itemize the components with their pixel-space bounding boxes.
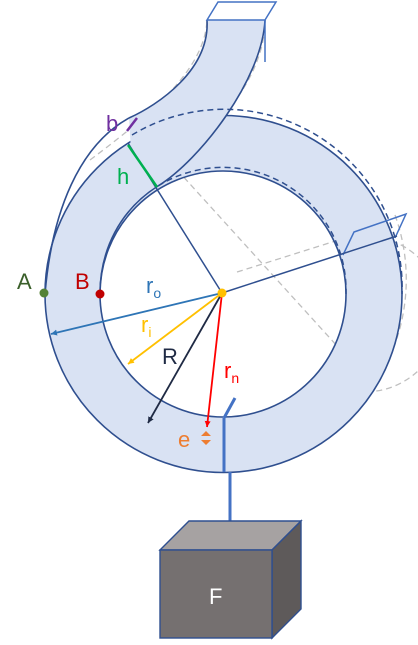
r-n-arrow bbox=[204, 292, 223, 428]
hanger-tick bbox=[222, 397, 237, 419]
label-b: b bbox=[106, 111, 118, 136]
label-r-o: ro bbox=[146, 273, 161, 301]
dimension-b-line bbox=[126, 117, 138, 132]
label-F: F bbox=[209, 584, 222, 609]
label-r-n-sub: n bbox=[231, 370, 239, 386]
label-r-i: ri bbox=[141, 312, 151, 340]
ring-cut-face bbox=[342, 212, 408, 256]
label-A: A bbox=[17, 269, 32, 294]
neck-inner-sweep bbox=[99, 185, 159, 295]
point-B bbox=[95, 289, 105, 299]
label-R: R bbox=[162, 344, 178, 369]
weight-box bbox=[158, 519, 303, 640]
hook-neck bbox=[129, 20, 265, 186]
cut-ref-line bbox=[221, 235, 398, 294]
dashed-outer-arc bbox=[131, 108, 403, 295]
label-r-n: rn bbox=[224, 358, 239, 386]
dashed-inner-arc bbox=[157, 166, 347, 295]
neck-left-sweep bbox=[44, 117, 130, 295]
R-arrow bbox=[147, 292, 223, 424]
label-r-o-sub: o bbox=[153, 285, 161, 301]
label-r-i-sub: i bbox=[148, 324, 151, 340]
neck-inner-edge bbox=[157, 19, 266, 187]
label-h: h bbox=[117, 164, 129, 189]
box-front-face bbox=[159, 549, 273, 639]
center-point bbox=[217, 288, 227, 298]
neck-top-face bbox=[205, 1, 278, 62]
label-e: e bbox=[178, 427, 190, 452]
r-i-arrow bbox=[127, 292, 223, 365]
e-indicator bbox=[201, 431, 211, 445]
neck-outer-edge bbox=[128, 19, 208, 119]
r-o-arrow bbox=[50, 292, 223, 336]
dimension-h-line bbox=[126, 144, 159, 188]
label-B: B bbox=[75, 269, 90, 294]
point-A bbox=[39, 288, 49, 298]
